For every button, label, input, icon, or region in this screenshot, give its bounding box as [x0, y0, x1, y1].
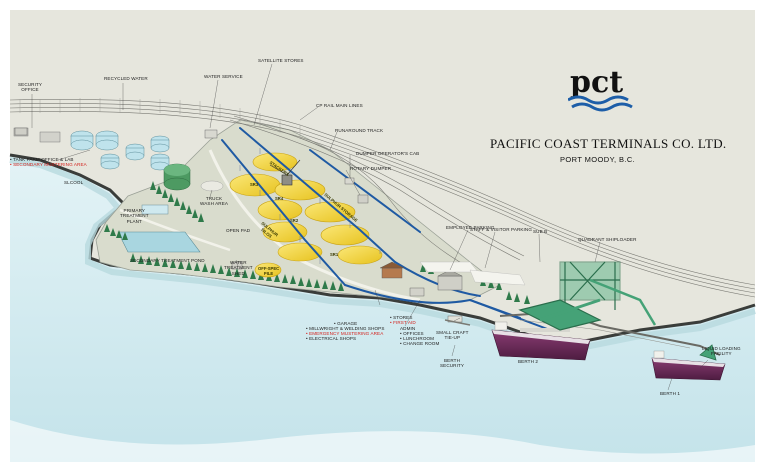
label-rotary-dumper: ROTARY DUMPER [350, 166, 392, 171]
label-sr3: SR3 [250, 182, 259, 187]
rail-lines [9, 99, 756, 298]
label-sub-b: SUB B [533, 229, 548, 234]
label-satellite-stores: SATELLITE STORES [258, 58, 304, 63]
stacker-reclaimer [269, 159, 301, 186]
label-emergency-mustering: • EMERGENCY MUSTERING AREA [306, 331, 384, 336]
label-open-pad: OPEN PAD [226, 228, 251, 233]
label-recycled-water: RECYCLED WATER [104, 76, 148, 81]
label-secondary-mustering: • SECONDARY MUSTERING AREA [10, 162, 87, 167]
company-location: PORT MOODY, B.C. [560, 155, 636, 164]
conveyors [221, 127, 551, 331]
ship-berth1 [651, 350, 726, 381]
label-employee-parking: EMPLOYEE PARKING [446, 225, 495, 230]
liquid-loading-facility [699, 344, 717, 361]
small-craft-dock [444, 319, 471, 326]
label-water-treatment-shed: WATER TREATMENT SHED [224, 260, 253, 276]
label-primary-treatment: PRIMARY TREATMENT PLANT [120, 208, 149, 224]
label-millwright: • MILLWRIGHT & WELDING SHOPS [306, 326, 385, 331]
sea-edge [10, 420, 755, 462]
leader-lines [31, 63, 709, 391]
parking-lots [419, 261, 526, 286]
label-water-service: WATER SERVICE [204, 74, 243, 79]
label-security-office: SECURITY OFFICE [18, 82, 43, 93]
label-berth2: BERTH 2 [518, 359, 539, 364]
label-berth1: BERTH 1 [660, 391, 681, 396]
label-sr1: SR1 [330, 252, 339, 257]
label-sr4: SR4 [275, 196, 284, 201]
label-slcool: SLCOOL [64, 180, 84, 185]
label-staff-visitor-parking: STAFF & VISITOR PARKING [470, 227, 533, 232]
logo-text: pct [570, 65, 623, 100]
secondary-treatment-pond [117, 231, 201, 253]
truck-wash-area [200, 180, 224, 192]
pct-logo: pct [568, 65, 633, 112]
label-truck-wash: TRUCK WASH AREA [200, 196, 229, 207]
label-first-aid: • FIRST AID [390, 320, 416, 325]
label-small-craft: SMALL CRAFT TIE-UP [436, 330, 469, 341]
rail-ties [19, 98, 301, 139]
label-quadrant-shiploader: QUADRANT SHIPLOADER [578, 237, 637, 242]
label-stores: • STORES [390, 315, 413, 320]
label-liquid-loading: LIQUID LOADING FACILITY [702, 346, 741, 357]
label-berth-security: BERTH SECURITY [440, 358, 465, 369]
ship-berth2 [491, 321, 591, 361]
label-offices: • OFFICES [400, 331, 424, 336]
sea [10, 155, 755, 462]
label-lunchroom: • LUNCHROOM [400, 336, 435, 341]
label-runaround-track: RUNAROUND TRACK [335, 128, 384, 133]
primary-treatment-plant [141, 204, 169, 215]
buildings [14, 127, 463, 323]
label-tank-farm: • TANK FARM OFFICE & LAB [10, 157, 74, 162]
label-electrical-shops: • ELECTRICAL SHOPS [306, 336, 357, 341]
label-change-room: • CHANGE ROOM [400, 341, 440, 346]
label-sr2: SR2 [290, 218, 299, 223]
tank-farm [13, 127, 191, 191]
quadrant-shiploader [518, 261, 657, 331]
label-secondary-pond: SECONDARY TREATMENT POND [130, 258, 205, 263]
label-cp-rail: CP RAIL MAIN LINES [316, 103, 363, 108]
label-off-spec: OFF-SPEC PILE [258, 266, 280, 276]
label-dumper-cab: DUMPER OPERATOR'S CAB [356, 151, 420, 156]
company-name: PACIFIC COAST TERMINALS CO. LTD. [490, 136, 727, 151]
label-garage: • GARAGE [334, 321, 358, 326]
label-admin: ADMIN [400, 326, 416, 331]
